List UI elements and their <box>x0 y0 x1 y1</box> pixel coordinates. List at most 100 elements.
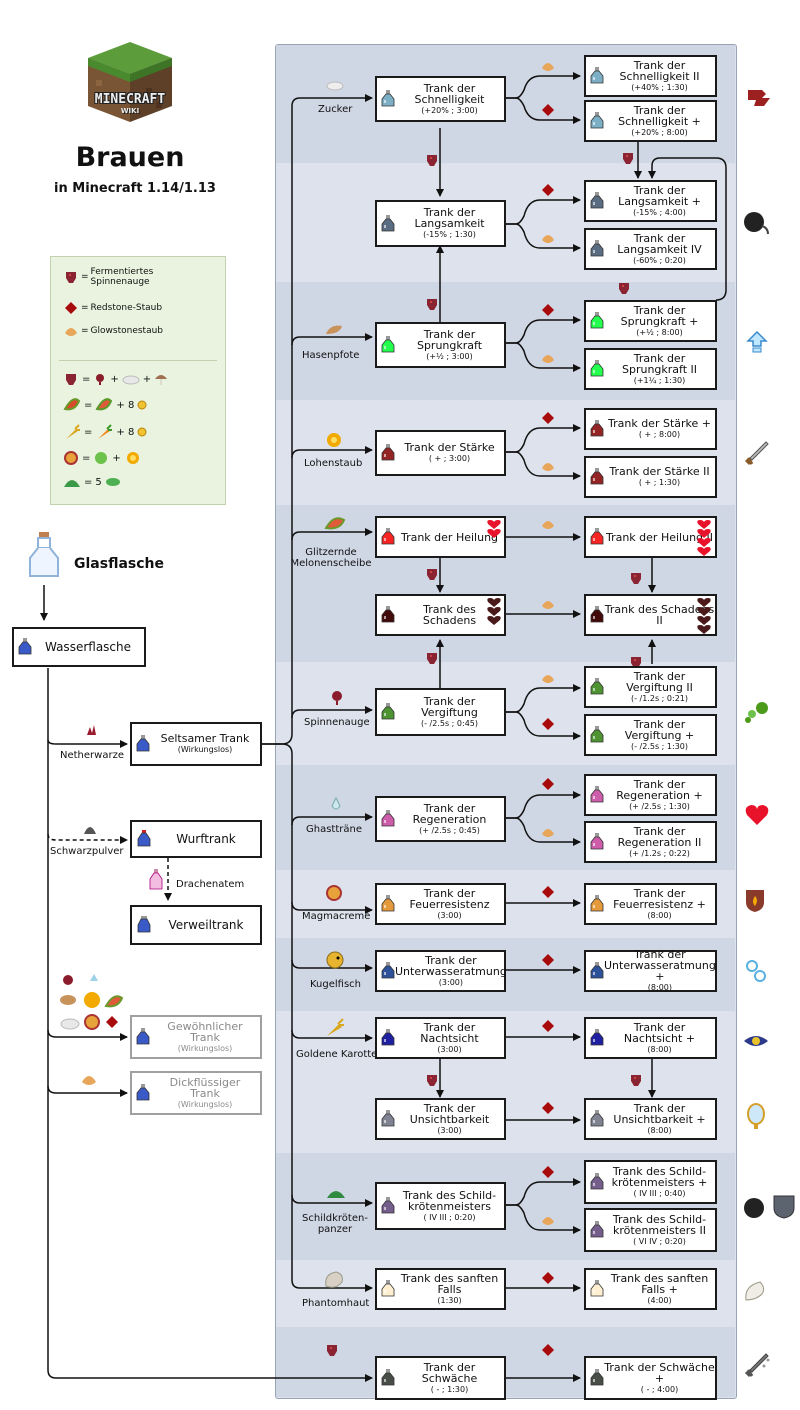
potion-effect: (3:00) <box>437 1044 462 1054</box>
potion-name: Wasserflasche <box>44 639 132 654</box>
redstone-dust-icon <box>542 778 554 790</box>
potion-regen2[interactable]: Trank der Regeneration II(+ /1.2s ; 0:22… <box>584 821 717 863</box>
strength-effect-icon <box>744 441 769 466</box>
redstone-dust-icon <box>542 954 554 966</box>
spider-eye-icon <box>332 691 342 705</box>
potion-name: Trank der Regeneration II <box>617 824 702 849</box>
potion-bottle-icon <box>381 1197 395 1214</box>
potion-slow4[interactable]: Trank der Langsamkeit IV(-60% ; 0:20) <box>584 228 717 270</box>
potion-effect: (8:00) <box>647 910 672 920</box>
potion-bottle-icon <box>590 528 604 545</box>
potion-name: Seltsamer Trank <box>160 732 250 745</box>
potion-turtle2[interactable]: Trank des Schild-krötenmeisters II( VI I… <box>584 1208 717 1252</box>
potion-bottle-icon <box>590 726 604 743</box>
potion-poisonp[interactable]: Trank der Vergiftung +(- /2.5s ; 1:30) <box>584 714 717 756</box>
potion-name: Trank des Schild-krötenmeisters <box>402 1188 497 1213</box>
potion-effect: (- /2.5s ; 0:45) <box>420 718 478 728</box>
potion-strp[interactable]: Trank der Stärke +( + ; 8:00) <box>584 408 717 450</box>
potion-slowfallp[interactable]: Trank des sanften Falls +(4:00) <box>584 1268 717 1310</box>
potion-effect: ( IV III ; 0:40) <box>633 1188 686 1198</box>
potion-swift[interactable]: Trank der Schnelligkeit(+20% ; 3:00) <box>375 76 506 122</box>
potion-regenp[interactable]: Trank der Regeneration +(+ /2.5s ; 1:30) <box>584 774 717 816</box>
potion-weakp[interactable]: Trank der Schwäche +( - ; 4:00) <box>584 1356 717 1400</box>
potion-name: Trank der Unterwasseratmung <box>395 953 507 978</box>
potion-leap2[interactable]: Trank der Sprungkraft II(+1¼ ; 1:30) <box>584 348 717 390</box>
potion-thick[interactable]: Dickflüssiger Trank(Wirkungslos) <box>130 1071 262 1115</box>
potion-heal[interactable]: Trank der Heilung <box>375 516 506 558</box>
potion-poison2[interactable]: Trank der Vergiftung II(- /1.2s ; 0:21) <box>584 666 717 708</box>
potion-slowp[interactable]: Trank der Langsamkeit +(-15% ; 4:00) <box>584 180 717 222</box>
potion-name: Trank der Stärke <box>404 441 495 454</box>
potion-harm[interactable]: Trank des Schadens <box>375 594 506 636</box>
potion-mundane[interactable]: Gewöhnlicher Trank(Wirkungslos) <box>130 1015 262 1059</box>
potion-effect: (-15% ; 4:00) <box>633 207 686 217</box>
potion-name: Trank der Sprungkraft <box>416 327 483 352</box>
potion-heal2[interactable]: Trank der Heilung II <box>584 516 717 558</box>
potion-bottle-icon <box>590 240 604 257</box>
potion-slow[interactable]: Trank der Langsamkeit(-15% ; 1:30) <box>375 200 506 247</box>
potion-name: Trank der Nachtsicht + <box>623 1020 696 1045</box>
potion-swiftp[interactable]: Trank der Schnelligkeit +(+20% ; 8:00) <box>584 100 717 142</box>
potion-str[interactable]: Trank der Stärke( + ; 3:00) <box>375 430 506 476</box>
potion-harm2[interactable]: Trank des Schadens II <box>584 594 717 636</box>
fermented-spider-eye-icon <box>427 653 437 664</box>
potion-turtle[interactable]: Trank des Schild-krötenmeisters( IV III … <box>375 1182 506 1230</box>
legend-box: = Fermentiertes Spinnenauge = Redstone-S… <box>50 256 226 505</box>
potion-regen[interactable]: Trank der Regeneration(+ /2.5s ; 0:45) <box>375 796 506 842</box>
potion-effect: (- /1.2s ; 0:21) <box>630 693 688 703</box>
potion-name: Trank der Feuerresistenz + <box>613 886 706 911</box>
potion-weak[interactable]: Trank der Schwäche( - ; 1:30) <box>375 1356 506 1400</box>
regeneration-effect-icon <box>745 805 769 825</box>
potion-awkward[interactable]: Seltsamer Trank(Wirkungslos) <box>130 722 262 766</box>
potion-bottle-icon <box>590 1369 604 1386</box>
potion-bottle-icon <box>590 962 604 979</box>
potion-swift2[interactable]: Trank der Schnelligkeit II(+40% ; 1:30) <box>584 55 717 97</box>
potion-leapp[interactable]: Trank der Sprungkraft +(+½ ; 8:00) <box>584 300 717 342</box>
potion-invis[interactable]: Trank der Unsichtbarkeit(3:00) <box>375 1098 506 1140</box>
potion-name: Trank der Schnelligkeit + <box>618 103 701 128</box>
redstone-dust-icon <box>542 1344 554 1356</box>
potion-bottle-icon <box>381 895 395 912</box>
potion-effect: (+ /1.2s ; 0:22) <box>629 848 690 858</box>
potion-poison[interactable]: Trank der Vergiftung(- /2.5s ; 0:45) <box>375 688 506 736</box>
potion-nightp[interactable]: Trank der Nachtsicht +(8:00) <box>584 1017 717 1059</box>
turtle-shell-icon <box>327 1191 345 1198</box>
potion-slowfall[interactable]: Trank des sanften Falls(1:30) <box>375 1268 506 1310</box>
potion-str2[interactable]: Trank der Stärke II( + ; 1:30) <box>584 456 717 498</box>
potion-leap[interactable]: Trank der Sprungkraft(+½ ; 3:00) <box>375 322 506 368</box>
glass-bottle-icon <box>26 532 62 582</box>
fermented-spider-eye-icon <box>66 272 76 283</box>
minecraft-wiki-logo[interactable]: MINECRAFT WIKI <box>86 40 174 124</box>
potion-water[interactable]: Trank der Unterwasseratmung(3:00) <box>375 950 507 992</box>
potion-splash[interactable]: Wurftrank <box>130 820 262 858</box>
potion-night[interactable]: Trank der Nachtsicht(3:00) <box>375 1017 506 1059</box>
potion-invisp[interactable]: Trank der Unsichtbarkeit +(8:00) <box>584 1098 717 1140</box>
potion-water-bottle[interactable]: Wasserflasche <box>12 627 146 667</box>
potion-turtlep[interactable]: Trank des Schild-krötenmeisters +( IV II… <box>584 1160 717 1204</box>
spider-eye-icon <box>96 374 105 385</box>
potion-fire[interactable]: Trank der Feuerresistenz(3:00) <box>375 883 506 925</box>
potion-firep[interactable]: Trank der Feuerresistenz +(8:00) <box>584 883 717 925</box>
potion-bottle-icon <box>590 192 604 209</box>
glowstone-dust-icon <box>542 829 554 837</box>
potion-name: Trank der Sprungkraft + <box>620 303 699 328</box>
redstone-dust-icon <box>542 1166 554 1178</box>
speed-effect-icon <box>748 90 770 106</box>
nether-wart-icon <box>87 725 96 735</box>
gold-nugget-icon <box>137 400 147 410</box>
fermented-spider-eye-icon <box>619 283 629 294</box>
potion-effect: (3:00) <box>437 910 462 920</box>
potion-lingering[interactable]: Verweiltrank <box>130 905 262 945</box>
potion-name: Wurftrank <box>176 831 236 846</box>
glowstone-dust-icon <box>65 328 77 336</box>
potion-name: Trank des sanften Falls + <box>610 1271 709 1296</box>
scute-icon <box>105 478 120 486</box>
fermented-spider-eye-icon <box>327 1345 337 1356</box>
fermented-spider-eye-icon <box>427 155 437 166</box>
fermented-spider-eye-icon <box>631 1075 641 1086</box>
potion-bottle-icon <box>590 420 604 437</box>
potion-waterp[interactable]: Trank der Unterwasseratmung +(8:00) <box>584 949 717 992</box>
potion-name: Trank der Heilung <box>400 530 499 544</box>
turtle-master-effect-icon <box>744 1195 795 1219</box>
jump-boost-effect-icon <box>746 330 768 353</box>
